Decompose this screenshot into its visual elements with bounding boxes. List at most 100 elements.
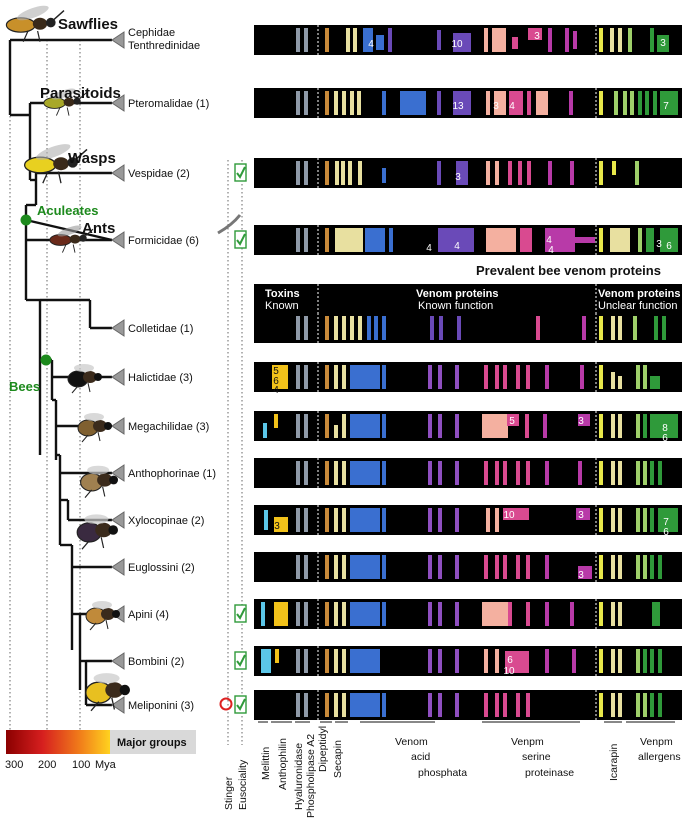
heatmap-cell [348,161,352,185]
heatmap-cell [611,316,615,340]
heatmap-cell [650,649,654,673]
timescale-bar [6,730,110,754]
heatmap-cell [274,414,278,428]
panel-title: Prevalent bee venom proteins [476,263,661,278]
heatmap-row: 610 [254,646,682,677]
heatmap-cell [334,91,338,115]
heatmap-cell [484,649,488,673]
heatmap-cell [611,649,615,673]
heatmap-row [254,458,682,488]
heatmap-cell [484,365,488,389]
thorax-shape [69,234,81,244]
head-shape [112,610,120,618]
heatmap-cell [437,30,441,50]
heatmap-cell [599,693,603,717]
taxon-label: Tenthredinidae [128,40,200,52]
heatmap-cell [275,649,279,663]
heatmap-cell [296,693,300,717]
insect-icon [80,465,118,498]
heatmap-cell [382,693,386,717]
thorax-shape [101,608,115,620]
heatmap-cell [618,414,622,438]
cell-count-label: 4 [509,101,515,112]
taxon-label: Formicidae (6) [128,235,199,247]
heatmap-cell [389,228,393,252]
heatmap-cell [382,508,386,532]
leg-shape [22,30,29,43]
heatmap-cell [453,33,471,52]
leg-shape [81,434,89,443]
thorax-shape [95,522,112,538]
heatmap-cell [646,228,654,252]
group-label-wasps: Wasps [68,150,116,167]
eusociality-check-icon [234,695,247,714]
leg-shape [90,701,100,712]
heatmap-cell [636,693,640,717]
heatmap-cell [428,693,432,717]
heatmap-cell [350,461,380,485]
heatmap-cell [455,555,459,579]
cell-count-label: 6 [662,433,668,444]
head-shape [79,234,87,242]
taxon-label: Meliponini (3) [128,700,194,712]
heatmap-cell [342,649,346,673]
cell-count-label: 7 [663,517,669,528]
heatmap-cell [599,161,603,185]
head-shape [109,475,118,485]
heatmap-cell [438,461,442,485]
column-label-pla2: Phospholipase A2 [305,734,317,818]
heatmap-cell [304,508,308,532]
heatmap-cell [350,693,380,717]
heatmap-cell [304,649,308,673]
heatmap-cell [658,649,662,673]
column-label-vap-1: Venom [395,736,428,748]
heatmap-cell [618,555,622,579]
column-label-anthophilin: Anthophilin [277,738,289,790]
heatmap-cell [296,414,300,438]
heatmap-cell [512,37,518,49]
check-mark [236,654,246,667]
heatmap-cell [636,649,640,673]
taxon-label: Vespidae (2) [128,168,190,180]
heatmap-cell [495,365,499,389]
group-label-bees: Bees [9,379,40,394]
cell-count-label: 6 [663,527,669,538]
heatmap-cell [611,602,615,626]
heatmap-cell [492,28,506,52]
heatmap-row [254,690,682,720]
heatmap-cell [430,316,434,340]
cell-count-label: 3 [656,239,662,250]
tick-300: 300 [5,759,23,771]
heatmap-cell [342,508,346,532]
leg-shape [84,489,93,498]
heatmap-cell [618,316,622,340]
heatmap-cell [643,693,647,717]
heatmap-cell [636,461,640,485]
heatmap-cell [342,316,346,340]
heatmap-cell [611,555,615,579]
insect-icon [67,364,102,394]
wing-shape [84,514,109,524]
column-label-melittin: Melittin [260,747,272,780]
heatmap-cell [636,555,640,579]
heatmap-cell [325,555,329,579]
antenna-shape [84,228,94,237]
heatmap-cell [296,461,300,485]
tick-100: 100 [72,759,90,771]
aculeates-node-marker [20,214,32,226]
head-shape [108,525,118,535]
leg-shape [61,244,67,253]
cell-count-label: 3 [578,416,584,427]
heatmap-cell [342,365,346,389]
check-mark [236,166,246,179]
heatmap-cell [438,602,442,626]
wing-shape [57,225,82,237]
eusociality-check-icon [234,651,247,670]
heatmap-cell [645,91,649,115]
heatmap-row: 3 [254,552,682,582]
column-label-vsp-2: serine [522,751,551,763]
heatmap-cell [382,91,386,115]
heatmap-cell [578,566,592,579]
heatmap-cell [526,555,530,579]
